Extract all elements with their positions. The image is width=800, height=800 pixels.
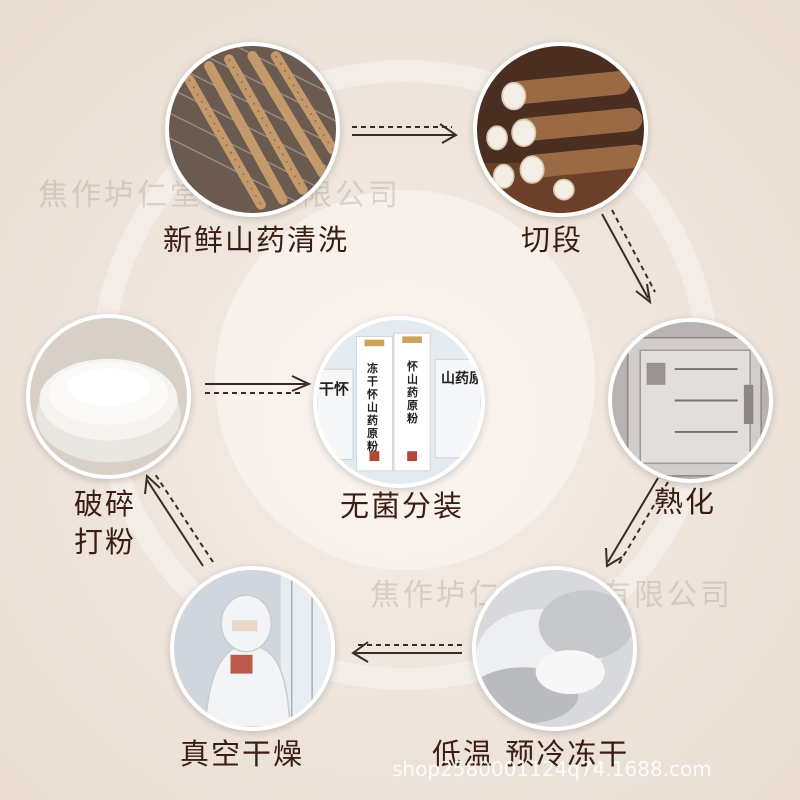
label-freeze: 低温 预冷冻干 (432, 737, 630, 771)
pack-photo: 冻干怀山药原粉 怀山药原粉 干怀 山药原 (313, 316, 485, 488)
footer-url: shop2580001124q74.1688.com (392, 757, 712, 781)
wash-photo (165, 42, 340, 217)
arrow-vacuum-to-grind (144, 473, 214, 567)
label-wash: 新鲜山药清洗 (163, 223, 350, 257)
pack-front-left-text: 冻干怀山药原粉 (367, 362, 378, 453)
grind-photo (26, 314, 191, 479)
pack-box-right-text: 山药原 (441, 371, 483, 387)
cut-photo (473, 42, 648, 217)
arrow-cut-to-cook (601, 209, 656, 305)
pack-box-left-text: 干怀 (319, 380, 350, 398)
label-cut: 切段 (521, 223, 584, 257)
label-pack: 无菌分装 (340, 489, 465, 523)
arrow-grind-to-pack (205, 375, 312, 394)
freeze-photo (472, 566, 637, 731)
arrow-cook-to-freeze (605, 477, 669, 568)
arrow-freeze-to-vacuum (351, 641, 462, 663)
label-vacuum: 真空干燥 (180, 737, 305, 771)
label-grind-line1: 破碎 (74, 487, 137, 521)
label-cook: 熟化 (654, 485, 717, 519)
vacuum-photo (170, 566, 335, 731)
arrow-wash-to-cut (352, 123, 458, 144)
label-grind-line2: 打粉 (74, 525, 137, 559)
pack-front-right-text: 怀山药原粉 (407, 360, 418, 425)
cook-photo (608, 318, 773, 483)
